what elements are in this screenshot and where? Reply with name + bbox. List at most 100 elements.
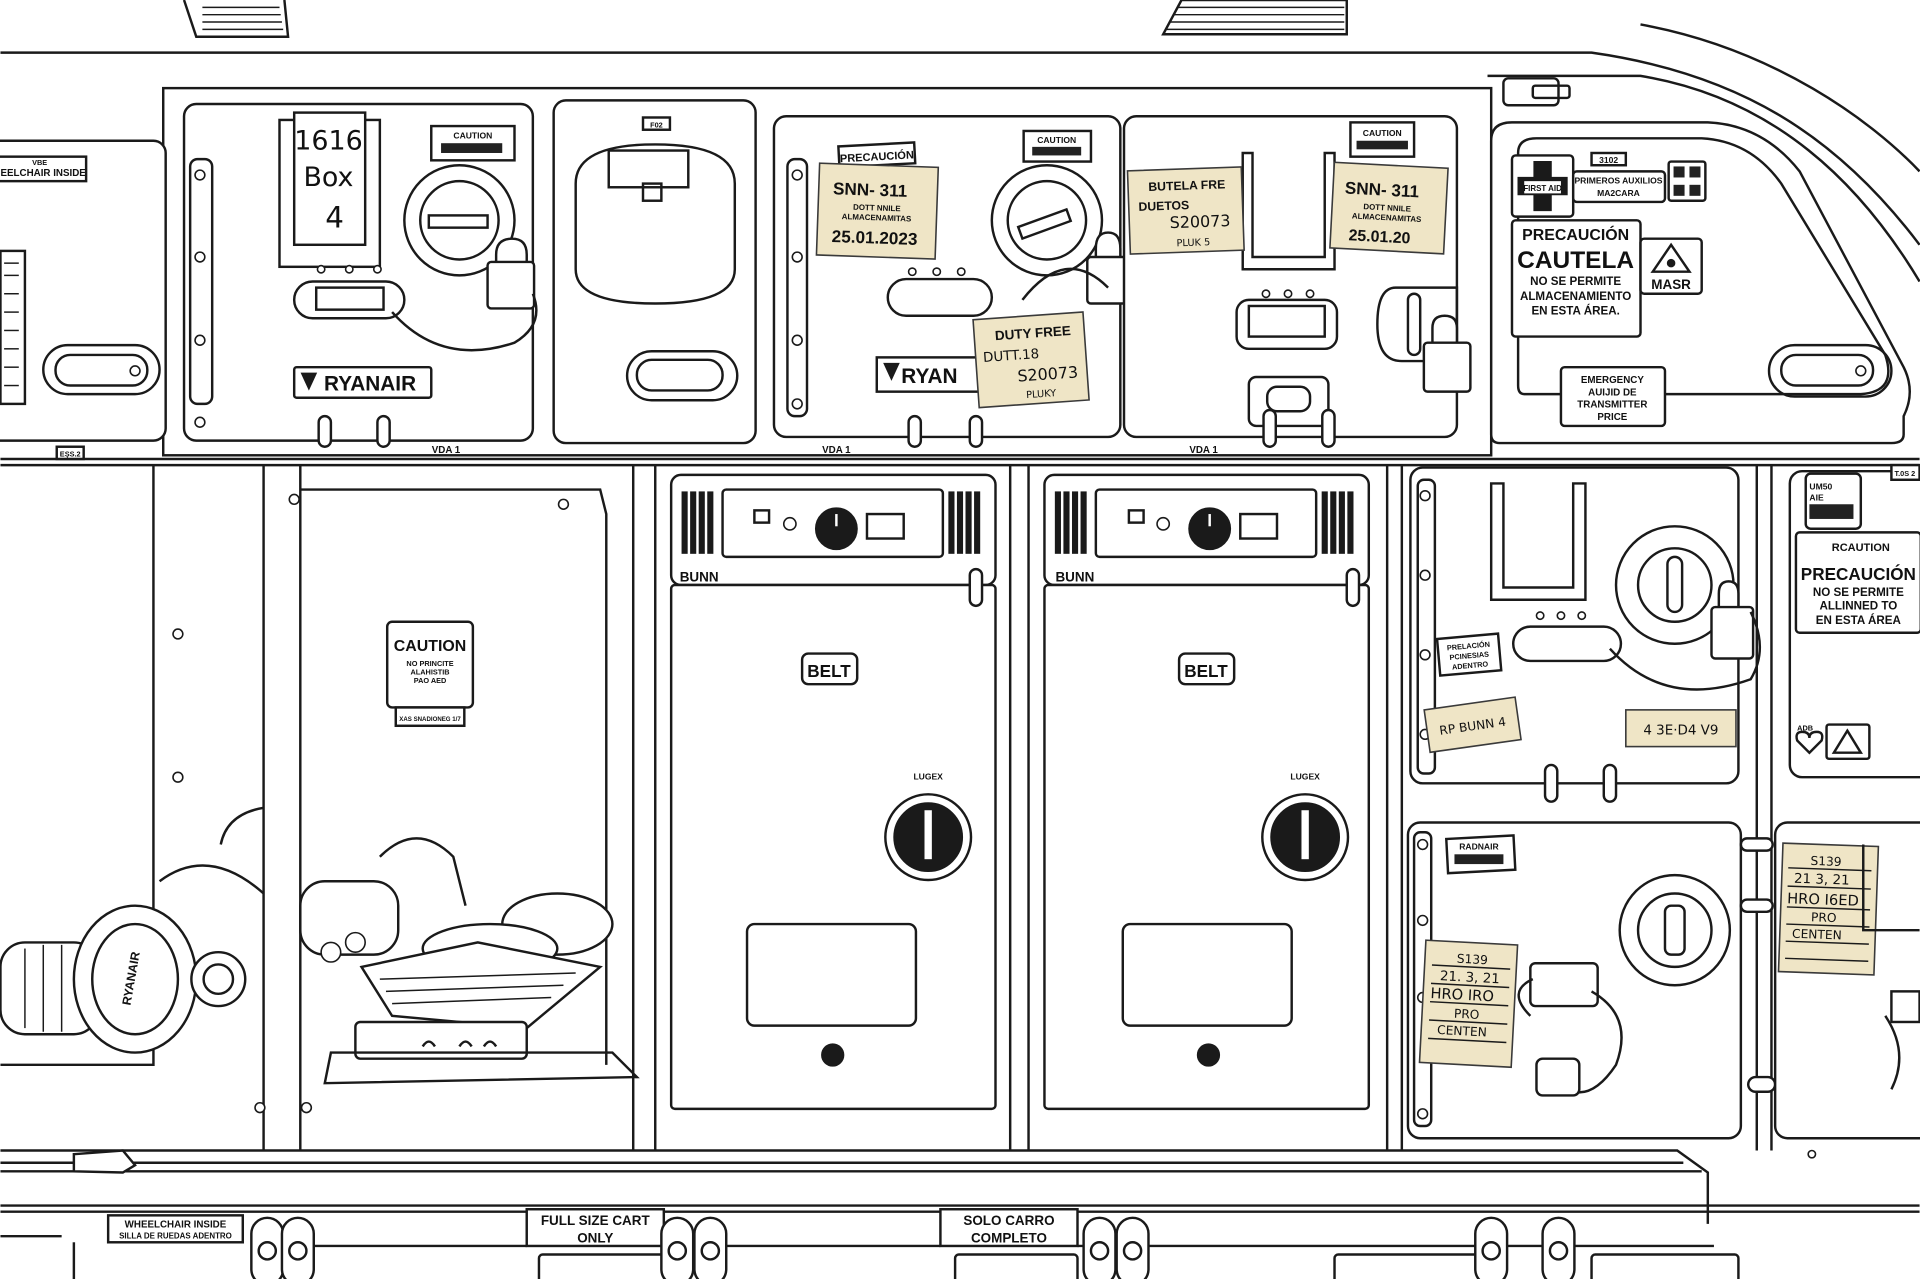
tape-note-1: RP BUNN 4 xyxy=(1423,696,1522,754)
first-aid-text: FIRST AID xyxy=(1523,184,1562,193)
overhead-compartment-2[interactable]: F02 xyxy=(552,99,757,445)
barcode-icon xyxy=(1809,504,1854,519)
oven-label: BELT xyxy=(1184,661,1228,681)
vda-label-1: VDA 1 xyxy=(432,445,461,456)
label-line: WHEELCHAIR INSIDE xyxy=(125,1220,227,1231)
tape-text: 4 3E·D4 V9 xyxy=(1643,723,1718,738)
sign-line: EN ESTA ÁREA xyxy=(1816,614,1902,627)
emergency-equipment: RYANAIR xyxy=(0,806,640,1085)
sticker-date: 25.01.20 xyxy=(1348,227,1411,247)
overhead-compartment-1[interactable]: 1616 Box 4 CAUTION RYANAIR xyxy=(182,102,538,448)
toggle-switch[interactable] xyxy=(782,516,797,531)
caution-text: CAUTION xyxy=(453,130,492,140)
viewing-window xyxy=(574,143,737,305)
caution-title: CAUTION xyxy=(394,638,466,655)
emergency-line: TRANSMITTER xyxy=(1577,400,1647,411)
lower-right-compartment-4[interactable]: S139 21 3, 21 HRO I6ED PRO CENTEN xyxy=(1773,821,1920,1140)
sign-heading: RCAUTION xyxy=(1832,542,1890,554)
snn-sticker-right: SNN- 311 DOTT NNILE ALMACENAMITAS 25.01.… xyxy=(1329,161,1449,255)
primeros-line2: MA2CARA xyxy=(1597,188,1640,198)
box-label-card xyxy=(292,111,367,247)
tag-line: 21 3, 21 xyxy=(1794,872,1850,889)
porthole-lock[interactable] xyxy=(1618,873,1732,987)
sticker-line: PLUK 5 xyxy=(1176,237,1210,249)
tag-line: CENTEN xyxy=(1792,927,1842,943)
knob-label: LUGEX xyxy=(913,772,943,782)
snn-sticker-left: SNN- 311 DOTT NNILE ALMACENAMITAS 25.01.… xyxy=(815,162,940,260)
oven-unit-2[interactable]: BUNN BELT LUGEX xyxy=(1043,473,1371,1111)
tag-line: PRO xyxy=(1811,910,1837,925)
lower-right-compartment-3[interactable]: RADNAIR S139 21. 3, 21 HRO IRO PRO CENTE… xyxy=(1406,821,1743,1140)
label-line: ONLY xyxy=(577,1230,613,1245)
small-sign-line: PCINESIAS xyxy=(1449,650,1489,662)
latch-handle[interactable] xyxy=(1767,343,1893,398)
compartment-code: EŞS.2 xyxy=(60,450,81,459)
sticker-date: 25.01.2023 xyxy=(831,226,917,249)
sticker-line: ALMACENAMITAS xyxy=(1352,211,1422,224)
cart-latches[interactable] xyxy=(250,1216,1576,1279)
panel-code: 3102 xyxy=(1599,155,1618,165)
toggle-switch[interactable] xyxy=(1156,516,1171,531)
tag-line: 21. 3, 21 xyxy=(1440,969,1501,987)
sticker-title: DUTY FREE xyxy=(994,323,1071,343)
ryanair-logo xyxy=(292,365,433,399)
latch-handle[interactable] xyxy=(292,280,406,320)
tag-line: S139 xyxy=(1810,854,1842,869)
oven-label: BELT xyxy=(807,661,851,681)
sticker-line: DOTT NNILE xyxy=(1363,202,1411,213)
ceiling-vent-right xyxy=(1161,0,1348,36)
temperature-knob[interactable] xyxy=(1188,507,1232,551)
sign-heading: PRECAUCIÓN xyxy=(1522,225,1629,244)
latch-handle[interactable] xyxy=(886,277,994,317)
vda-label-2: VDA 1 xyxy=(822,445,851,456)
caution-sub: XAS SNADIONEG 1/7 xyxy=(399,716,461,723)
label-line: COMPLETO xyxy=(971,1230,1047,1245)
heart-icon xyxy=(1795,730,1824,755)
oven-brand: BUNN xyxy=(1055,569,1094,584)
small-sign-line: PRELACIÓN xyxy=(1446,640,1490,653)
oven-window xyxy=(745,922,918,1027)
brand-text: RYANAIR xyxy=(324,372,416,395)
porthole-lock[interactable] xyxy=(403,164,516,277)
tag-line: HRO IRO xyxy=(1430,985,1494,1005)
sign-title: PRECAUCIÓN xyxy=(1801,564,1916,584)
oven-door[interactable] xyxy=(669,583,997,1111)
tag-code: UM50 xyxy=(1809,482,1832,492)
latch-handle[interactable] xyxy=(42,343,161,396)
precaucion-sticker-text: PRECAUCIÓN xyxy=(840,148,915,165)
oven-unit-1[interactable]: BUNN BELT LUGEX xyxy=(669,473,997,1111)
knob-label: LUGEX xyxy=(1290,772,1320,782)
tag-line: HRO I6ED xyxy=(1787,890,1859,909)
lower-right-compartment-1[interactable]: PRELACIÓN PCINESIAS ADENTRO RP BUNN 4 4 … xyxy=(1409,466,1761,803)
sign-line: NO SE PERMITE xyxy=(1530,275,1621,288)
tape-note-2: 4 3E·D4 V9 xyxy=(1625,709,1737,748)
overhead-compartment-3[interactable]: CAUTION PRECAUCIÓN SNN- 311 DOTT NNILE A… xyxy=(772,115,1129,448)
radnair-label: RADNAIR xyxy=(1459,841,1498,851)
primeros-line1: PRIMEROS AUXILIOS xyxy=(1574,176,1662,186)
oven-door[interactable] xyxy=(1043,583,1371,1111)
first-aid-compartment[interactable]: FIRST AID 3102 PRIMEROS AUXILIOS MA2CARA… xyxy=(1489,77,1911,445)
emergency-sign xyxy=(1559,365,1667,428)
temperature-knob[interactable] xyxy=(814,507,858,551)
left-partial-compartment[interactable]: VBE HEELCHAIR INSIDE EŞS.2 xyxy=(0,139,167,461)
wheelchair-label-line2: HEELCHAIR INSIDE xyxy=(0,168,86,179)
caution-line: PAO AED xyxy=(414,676,447,685)
tag-line: CENTEN xyxy=(1437,1023,1487,1040)
emergency-line: EMERGENCY xyxy=(1581,375,1645,386)
control-panel xyxy=(1094,488,1318,559)
padlock-icon[interactable] xyxy=(1717,580,1740,612)
sign-line: NO SE PERMITE xyxy=(1813,586,1904,599)
overhead-compartment-4[interactable]: CAUTION BUTELA FRE DUETOS S20073 PLUK 5 … xyxy=(1122,115,1472,448)
hinge xyxy=(188,157,214,406)
caution-line: ALAHISTIB xyxy=(410,667,449,676)
cart-bay: WHEELCHAIR INSIDE SILLA DE RUEDAS ADENTR… xyxy=(0,1208,1740,1279)
latch-handle[interactable] xyxy=(1235,298,1339,351)
sticker-code: SNN- 311 xyxy=(1344,178,1420,202)
harp-icon xyxy=(300,372,318,391)
vda-label-3: VDA 1 xyxy=(1189,445,1218,456)
latch-handle[interactable] xyxy=(625,350,739,402)
latch-handle[interactable] xyxy=(1511,625,1623,663)
solo-carro-label xyxy=(939,1208,1079,1248)
lower-right-compartment-2[interactable]: T.0S 2 UM50 AIE RCAUTION PRECAUCIÓN NO S… xyxy=(1788,463,1920,779)
